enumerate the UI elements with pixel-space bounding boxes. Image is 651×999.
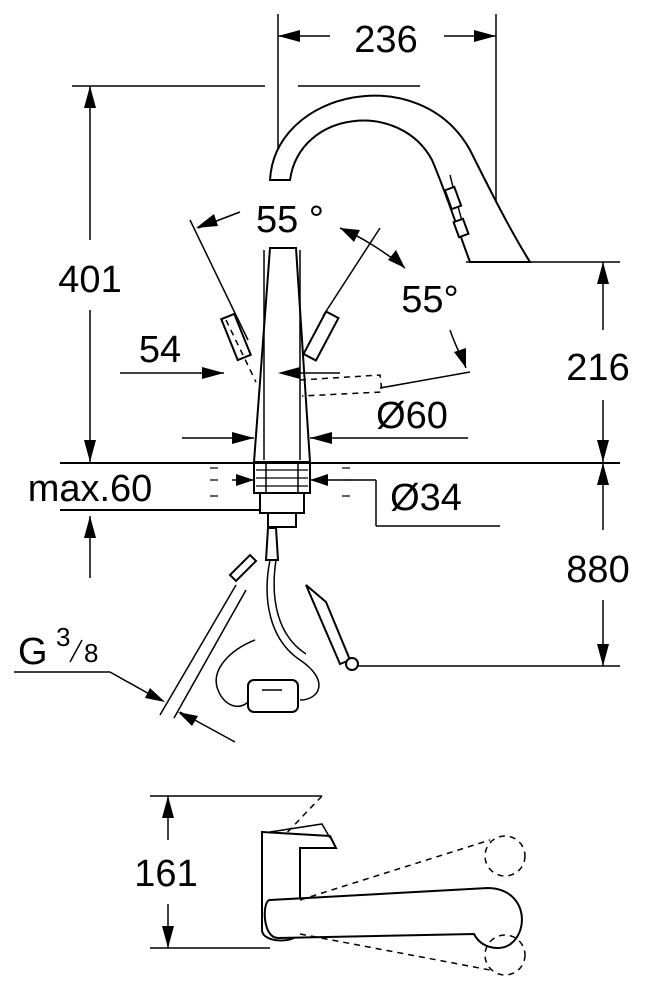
dim-236: 236 <box>277 14 497 262</box>
dim-label-max60: max.60 <box>28 468 153 510</box>
dim-label-d34: Ø34 <box>390 477 462 519</box>
top-view: 161 <box>134 795 526 976</box>
dim-diameter-60: Ø60 <box>182 395 468 444</box>
dim-label-161: 161 <box>134 853 197 895</box>
dim-label-216: 216 <box>566 347 629 389</box>
dim-216: 216 <box>535 261 630 462</box>
dim-label-55-right: 55° <box>401 279 458 321</box>
dim-401: 401 <box>58 85 265 462</box>
supply-hoses <box>159 527 359 719</box>
dim-label-236: 236 <box>354 19 417 61</box>
dim-angle-left: 55 ° <box>189 199 406 341</box>
dim-label-d60: Ø60 <box>376 395 448 437</box>
faucet-spout <box>268 85 535 263</box>
thread-denominator: 8 <box>84 638 98 668</box>
dim-54: 54 <box>120 329 340 379</box>
dim-label-55-left: 55 ° <box>256 199 324 241</box>
dim-diameter-34: Ø34 <box>310 474 500 527</box>
dim-max-60: max.60 <box>28 468 254 578</box>
dim-label-54: 54 <box>139 329 181 371</box>
faucet-body <box>219 247 383 463</box>
dim-thread: G 3 8 <box>14 622 236 743</box>
countertop <box>60 462 620 528</box>
thread-prefix: G <box>18 631 48 673</box>
dim-880: 880 <box>350 463 630 667</box>
dim-label-880: 880 <box>566 549 629 591</box>
dim-label-401: 401 <box>58 259 121 301</box>
dim-angle-right: 55° <box>379 279 471 389</box>
thread-numerator: 3 <box>56 622 70 652</box>
